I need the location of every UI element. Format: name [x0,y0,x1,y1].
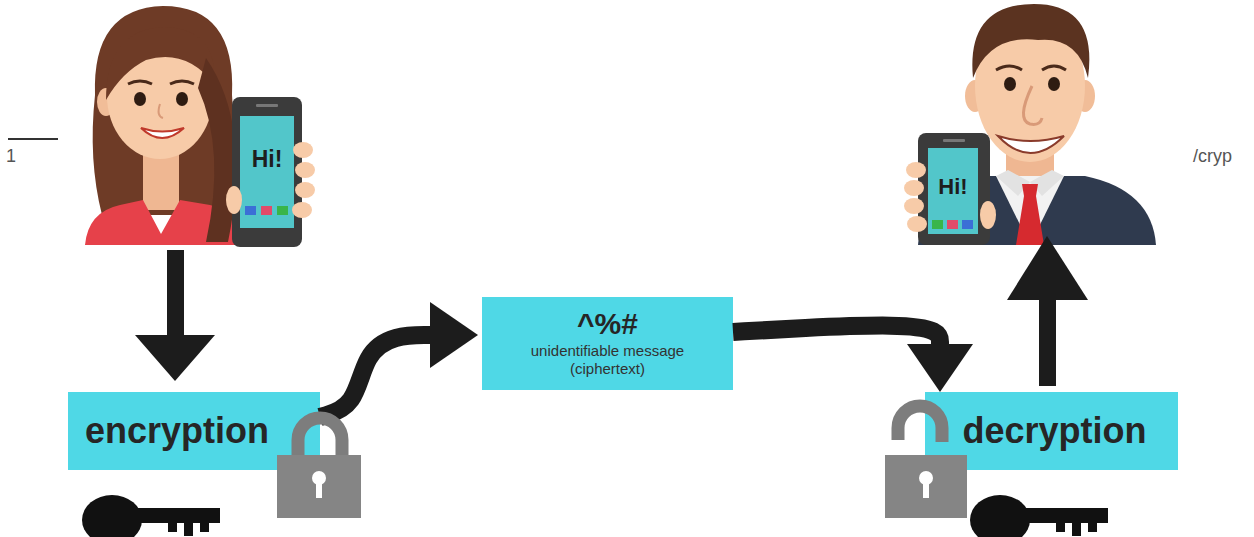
flow-arrow [320,335,430,417]
ear [1075,80,1095,112]
finger [295,162,315,178]
arrow-head [1007,236,1088,300]
process-box: decryption [925,392,1178,470]
phone-screen: Hi! [240,116,294,228]
key-shaft [135,508,220,523]
node-heading: Hi! [252,146,283,174]
phone-body [918,133,990,245]
finger [293,142,313,158]
page-fragment-text: 1 [6,146,16,167]
finger [904,198,924,214]
eyebrow [128,81,152,84]
key-bow [82,495,142,537]
node-heading: Hi! [938,174,967,200]
key-bow [970,495,1030,537]
thumb [980,201,996,229]
arrow-head [135,335,215,381]
keyhole [923,480,929,498]
eyebrow [996,66,1022,70]
shirt [996,176,1064,245]
arrow-shaft [1039,296,1056,386]
page-fragment-text: /cryp [1193,146,1232,167]
eye [134,92,146,106]
key-tooth [1072,520,1081,536]
neck [1006,138,1054,184]
flow-arrow [733,326,940,344]
face [975,10,1085,162]
eyebrow [1042,66,1066,70]
ear [965,80,985,112]
hair [93,6,237,215]
eyebrow [170,81,194,84]
key-symbol [970,495,1108,537]
phone-screen: Hi! [928,148,978,234]
woman-illustration [85,6,302,247]
neck [143,140,179,210]
man-illustration [918,4,1156,245]
finger [292,202,312,218]
key-shaft [1023,508,1108,523]
phone-speaker [943,139,965,142]
flow-arrow-person [1007,236,1088,386]
key-tooth [184,520,193,536]
phone-body [232,97,302,247]
finger [906,162,926,178]
finger [295,182,315,198]
keyhole [919,471,933,485]
message-box: ^%#unidentifiable message (ciphertext) [482,297,733,390]
smile [998,136,1064,153]
phone-speaker [256,104,278,107]
ponytail [198,58,236,242]
symbols [82,142,1108,537]
tie [1016,184,1044,245]
smile [141,128,184,138]
key-tooth [168,520,177,532]
keyhole [312,471,326,485]
node-body-text: unidentifiable message (ciphertext) [518,342,698,378]
eye [1004,77,1016,91]
key-tooth [1056,520,1065,532]
collar [996,170,1064,196]
fragment-rule [8,138,58,140]
finger [904,180,924,196]
node-heading: encryption [85,409,269,452]
eye [1048,77,1060,91]
arrow-shaft [167,250,184,338]
eye [176,92,188,106]
nose [1023,86,1042,124]
hair [972,4,1089,78]
key-tooth [200,520,209,532]
nose [159,104,163,118]
face [107,33,213,159]
finger [907,216,927,232]
node-heading: decryption [962,409,1146,452]
ear [97,88,115,116]
node-heading: ^%# [577,306,638,342]
keyhole [316,480,322,498]
flow-arrow-person [135,250,215,381]
bangs [106,27,214,100]
red-top [85,200,246,245]
key-tooth [1088,520,1097,532]
process-box: encryption [68,392,320,470]
key-symbol [82,495,220,537]
